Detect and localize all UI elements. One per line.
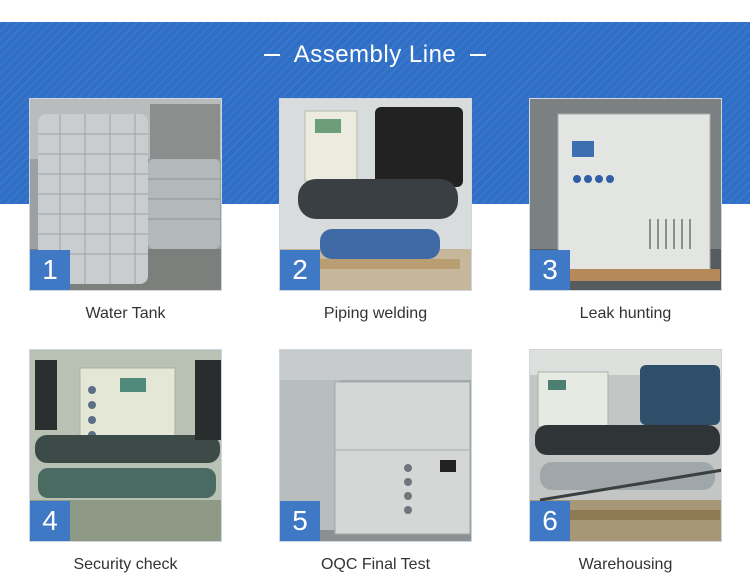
step-photo-1: 1 [29,98,222,291]
step-number-badge: 6 [530,501,570,541]
step-caption: Piping welding [323,305,428,322]
step-number-badge: 5 [280,501,320,541]
step-photo-2: 2 [279,98,472,291]
section-title: Assembly Line [0,38,750,72]
page-title: Assembly Line [293,41,457,68]
title-dash-right [470,54,487,56]
water-tank-image [30,99,221,290]
step-number-badge: 3 [530,250,570,290]
step-photo-3: 3 [529,98,722,291]
step-caption: Warehousing [578,556,673,573]
step-caption: OQC Final Test [320,556,431,573]
step-photo-5: 5 [279,349,472,542]
step-caption: Security check [73,556,178,573]
step-caption: Leak hunting [579,305,672,322]
step-caption: Water Tank [85,305,166,322]
step-number-badge: 2 [280,250,320,290]
step-number-badge: 1 [30,250,70,290]
step-photo-6: 6 [529,349,722,542]
step-number-badge: 4 [30,501,70,541]
step-photo-4: 4 [29,349,222,542]
title-dash-left [263,54,280,56]
